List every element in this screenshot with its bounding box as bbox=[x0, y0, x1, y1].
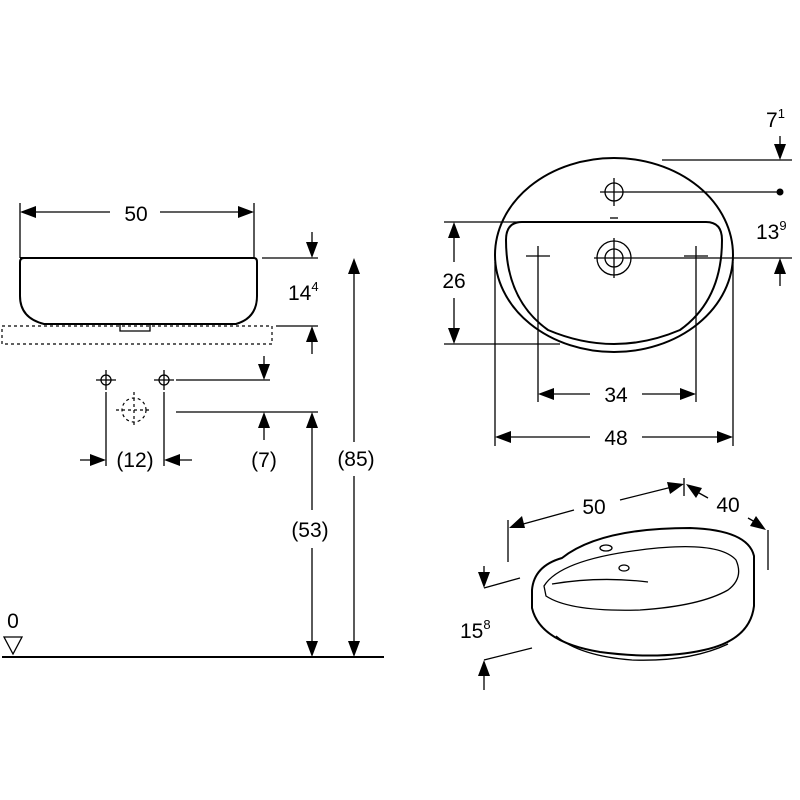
side-height-label: 144 bbox=[288, 279, 319, 305]
iso-depth-label: 40 bbox=[716, 494, 739, 517]
rim-offset-label: 71 bbox=[766, 106, 785, 132]
total-height-label: (85) bbox=[337, 448, 374, 471]
basin-side-profile bbox=[19, 257, 258, 325]
countertop-outline bbox=[1, 325, 273, 345]
drain-symbol bbox=[116, 392, 152, 428]
iso-length-label: 50 bbox=[582, 496, 605, 519]
tap-marker-right bbox=[684, 246, 708, 266]
iso-tap-hole bbox=[599, 544, 613, 552]
outer-width-label: 48 bbox=[604, 427, 627, 450]
basin-top-outline bbox=[494, 157, 734, 353]
side-view: 50 144 (7) bbox=[1, 203, 384, 658]
drain-outlet bbox=[119, 324, 151, 332]
iso-drain-hole bbox=[618, 564, 630, 572]
iso-height-label: 158 bbox=[460, 617, 491, 643]
tap-hole-offset-label: 139 bbox=[756, 218, 787, 244]
basin-iso-bowl bbox=[543, 546, 740, 611]
tap-spacing-label: (12) bbox=[116, 449, 153, 472]
basin-iso-base bbox=[555, 635, 729, 661]
mount-height-label: (53) bbox=[291, 519, 328, 542]
basin-bowl-outline bbox=[504, 221, 724, 345]
floor-level-label: 0 bbox=[7, 610, 19, 633]
inner-width-label: 34 bbox=[604, 384, 628, 407]
tap-marker-left bbox=[526, 246, 550, 266]
top-view: 71 139 26 34 48 bbox=[442, 106, 792, 450]
floor-level-marker bbox=[2, 636, 24, 656]
depth-label: 26 bbox=[442, 270, 465, 293]
tap-symbol-right bbox=[154, 370, 174, 390]
isometric-view: 50 40 158 bbox=[460, 478, 769, 690]
tap-symbol-left bbox=[96, 370, 116, 390]
tap-hole bbox=[600, 178, 628, 206]
drain-hole bbox=[594, 238, 634, 278]
tap-offset-label: (7) bbox=[251, 449, 277, 472]
side-width-label: 50 bbox=[124, 203, 147, 226]
basin-iso-outer bbox=[531, 526, 755, 657]
